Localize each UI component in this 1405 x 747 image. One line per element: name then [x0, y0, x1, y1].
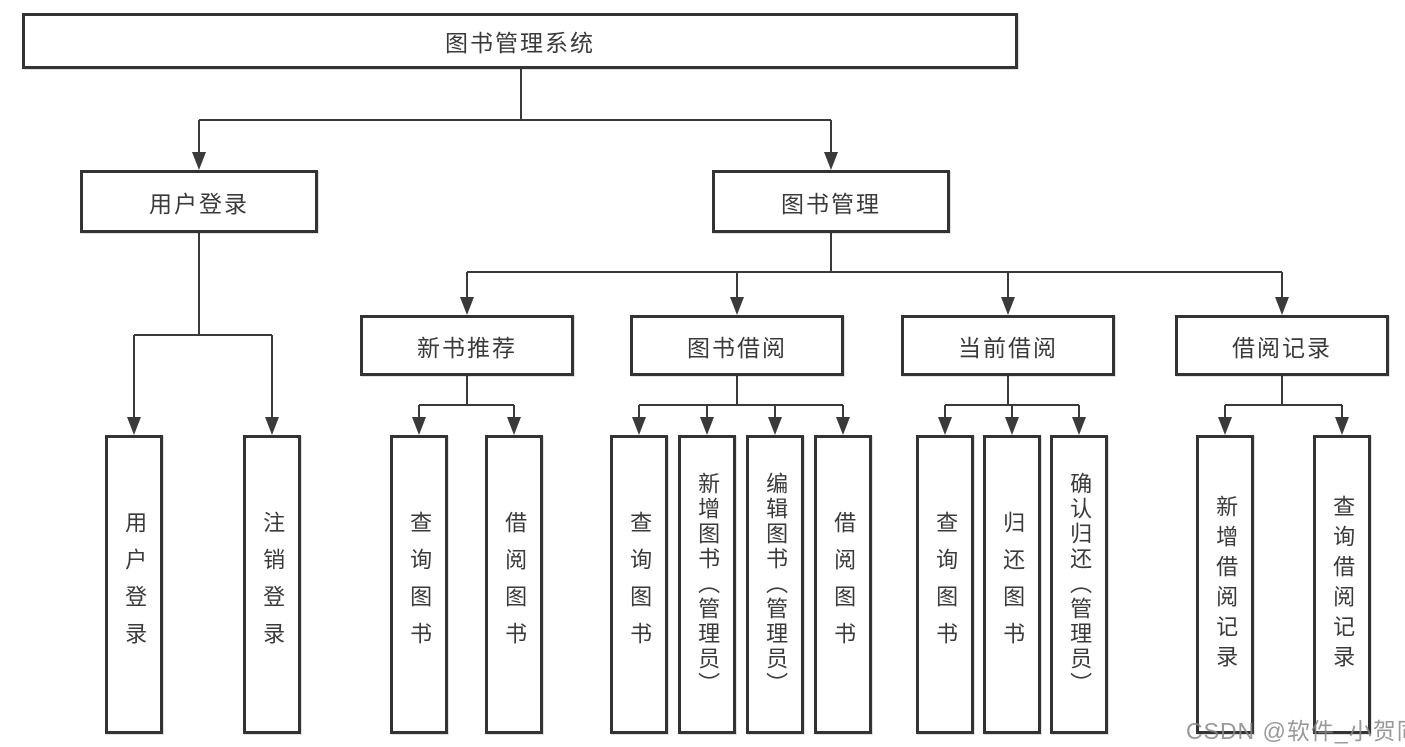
leaf-edit-books-admin: 编辑图书（管理员） [746, 435, 804, 734]
leaf-user-login: 用户登录 [105, 435, 163, 734]
node-new-book-recommend: 新书推荐 [360, 315, 574, 376]
node-library-system: 图书管理系统 [22, 13, 1018, 69]
node-book-borrow: 图书借阅 [630, 315, 844, 376]
node-borrow-records: 借阅记录 [1175, 315, 1389, 376]
leaf-confirm-return-admin: 确认归还（管理员） [1050, 435, 1108, 734]
leaf-label: 查询借阅记录 [1330, 494, 1356, 675]
leaf-query-books-borrow: 查询图书 [610, 435, 668, 734]
leaf-label: 新增借阅记录 [1213, 494, 1239, 675]
node-current-borrow: 当前借阅 [901, 315, 1115, 376]
leaf-query-books-current: 查询图书 [916, 435, 974, 734]
node-book-management-branch: 图书管理 [712, 170, 950, 233]
watermark: CSDN @软件_小贺同学 [1186, 718, 1405, 744]
leaf-logout: 注销登录 [243, 435, 301, 734]
leaf-query-borrow-record: 查询借阅记录 [1313, 435, 1371, 734]
leaf-label: 查询图书 [933, 510, 959, 659]
leaf-query-books-recommend: 查询图书 [390, 435, 448, 734]
node-user-login-branch: 用户登录 [80, 170, 318, 233]
leaf-label: 借阅图书 [831, 510, 857, 659]
leaf-borrow-books: 借阅图书 [814, 435, 872, 734]
leaf-label: 确认归还（管理员） [1067, 472, 1093, 697]
leaf-label: 查询图书 [627, 510, 653, 659]
leaf-label: 用户登录 [122, 510, 148, 659]
leaf-add-borrow-record: 新增借阅记录 [1196, 435, 1254, 734]
leaf-label: 编辑图书（管理员） [763, 472, 789, 697]
leaf-label: 借阅图书 [502, 510, 528, 659]
leaf-label: 新增图书（管理员） [695, 472, 721, 697]
leaf-return-books: 归还图书 [983, 435, 1041, 734]
leaf-label: 归还图书 [1000, 510, 1026, 659]
leaf-borrow-books-recommend: 借阅图书 [485, 435, 543, 734]
leaf-label: 查询图书 [407, 510, 433, 659]
leaf-add-books-admin: 新增图书（管理员） [678, 435, 736, 734]
leaf-label: 注销登录 [260, 510, 286, 659]
